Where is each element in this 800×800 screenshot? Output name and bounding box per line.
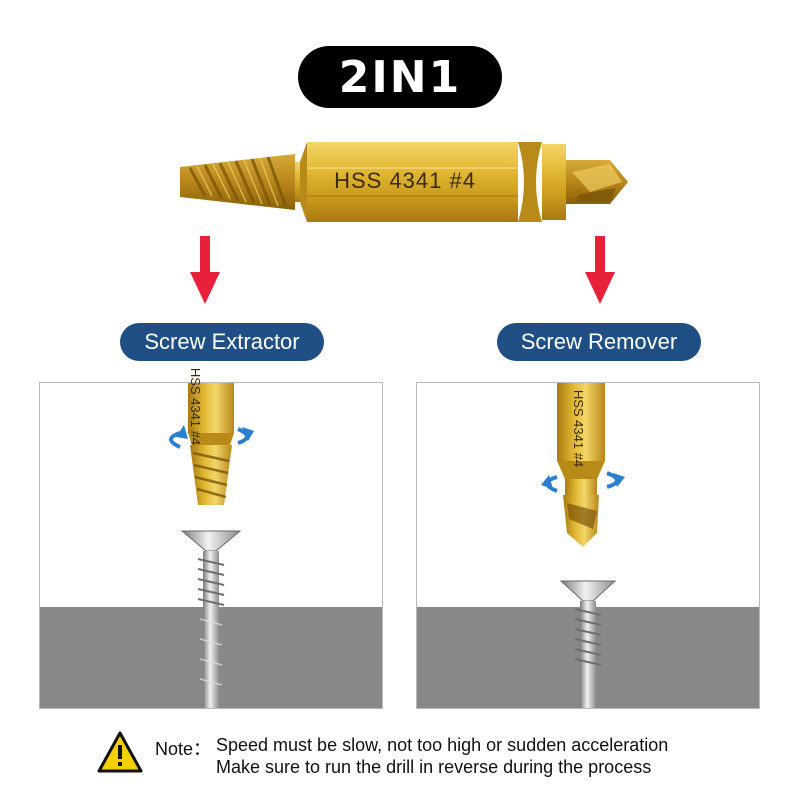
title-text: 2IN1 bbox=[338, 51, 462, 103]
extractor-engraving-text: HSS 4341 #4 bbox=[188, 367, 204, 445]
screw-remover-label-text: Screw Remover bbox=[520, 329, 678, 354]
bit-engraving-text: HSS 4341 #4 bbox=[334, 168, 476, 193]
note-label: Note： bbox=[155, 739, 212, 759]
title-badge: 2IN1 bbox=[298, 46, 502, 108]
usage-note: Note： Speed must be slow, not too high o… bbox=[97, 731, 757, 783]
remover-engraving-text: HSS 4341 #4 bbox=[571, 389, 587, 467]
note-line-1: Speed must be slow, not too high or sudd… bbox=[216, 735, 669, 755]
note-line-2: Make sure to run the drill in reverse du… bbox=[216, 757, 652, 777]
double-ended-bit-image bbox=[180, 142, 628, 222]
remover-engraving: HSS 4341 #4 bbox=[567, 389, 591, 466]
warning-triangle-icon bbox=[97, 731, 143, 773]
down-arrow-icon bbox=[190, 236, 220, 304]
screw-extractor-label-text: Screw Extractor bbox=[144, 329, 300, 354]
screw-remover-label: Screw Remover bbox=[497, 323, 701, 361]
screw-remover-illustration bbox=[416, 382, 760, 709]
extractor-engraving: HSS 4341 #4 bbox=[185, 367, 207, 444]
screw-extractor-illustration bbox=[39, 382, 383, 709]
screw-extractor-label: Screw Extractor bbox=[120, 323, 324, 361]
down-arrow-icon bbox=[585, 236, 615, 304]
